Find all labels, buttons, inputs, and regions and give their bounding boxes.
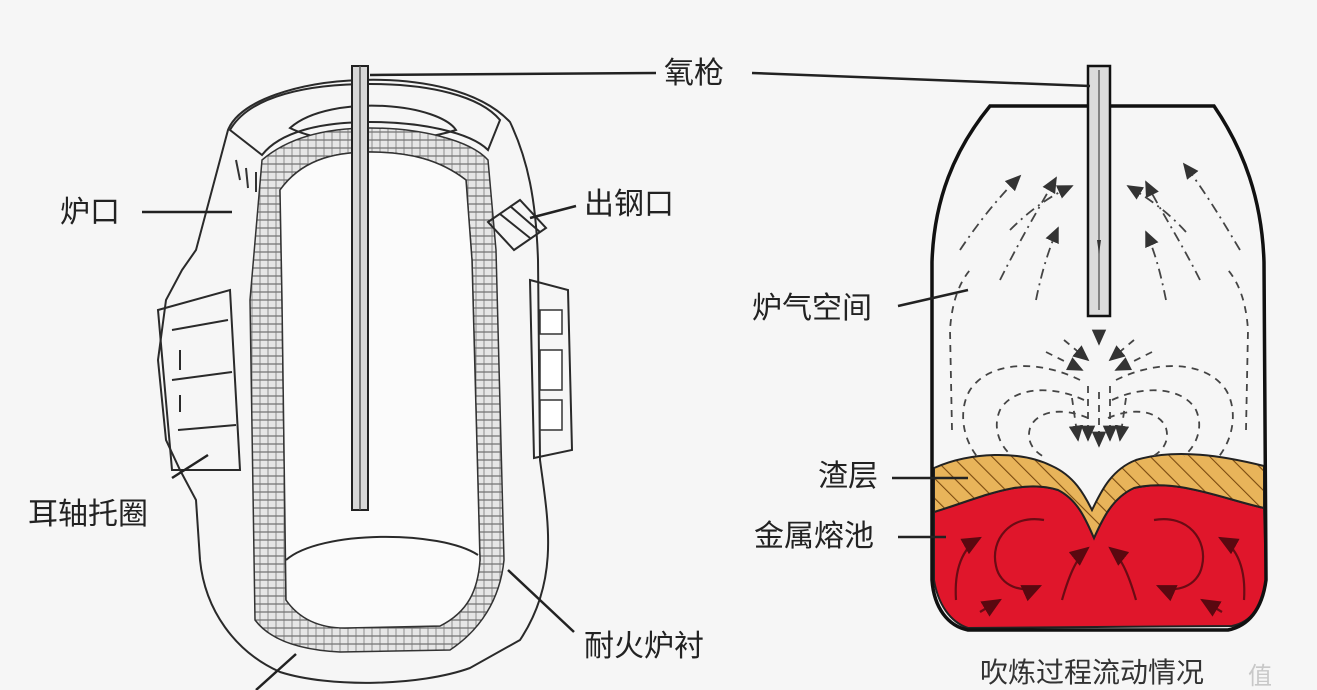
label-trunnion-ring: 耳轴托圈 — [28, 497, 148, 532]
label-furnace-mouth: 炉口 — [60, 195, 120, 230]
label-gas-space: 炉气空间 — [752, 291, 872, 326]
caption: 吹炼过程流动情况 — [980, 656, 1204, 689]
converter-cutaway — [156, 65, 574, 684]
leaders-left — [142, 71, 657, 690]
blowing-process-vessel — [930, 64, 1268, 632]
label-oxygen-lance: 氧枪 — [664, 56, 724, 91]
bath-circulation — [954, 518, 1246, 617]
jet-arrows — [1045, 329, 1153, 448]
label-slag-layer: 渣层 — [818, 459, 878, 494]
label-refractory-lining: 耐火炉衬 — [584, 629, 704, 664]
converter-shell — [156, 78, 550, 684]
gas-flow-lines — [959, 162, 1241, 301]
vessel-outline — [930, 104, 1268, 632]
recirculation-loops — [949, 269, 1249, 461]
watermark: 值 — [1248, 662, 1272, 690]
label-tap-hole: 出钢口 — [584, 187, 674, 222]
trunnion-block-left — [156, 288, 242, 471]
converter-cavity — [279, 151, 481, 629]
furnace-mouth-ring — [228, 82, 502, 157]
trunnion-block-right — [528, 278, 574, 460]
tap-hole-spout — [486, 198, 548, 252]
leaders-right — [751, 71, 1091, 539]
label-metal-bath: 金属熔池 — [754, 519, 874, 554]
